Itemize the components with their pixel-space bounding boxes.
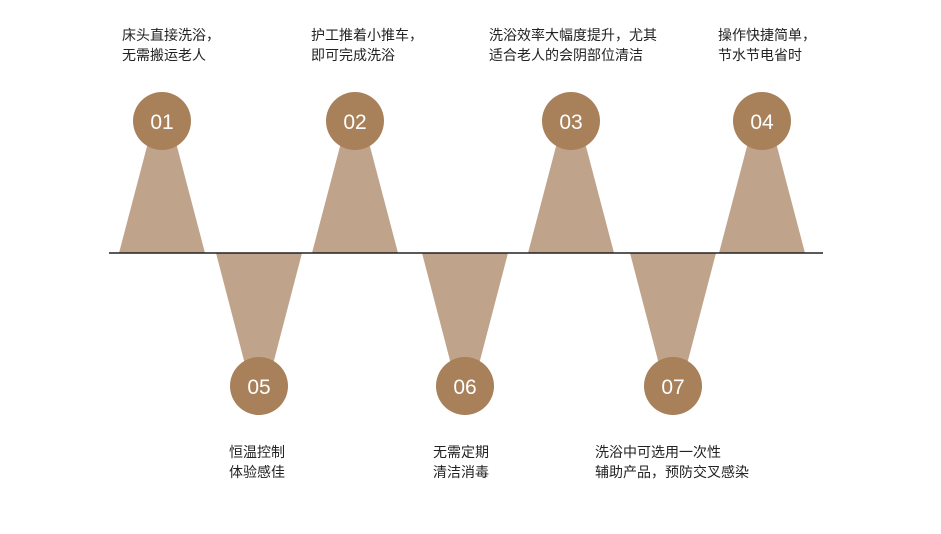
- step-03-circle: [542, 92, 600, 150]
- step-03-description: 洗浴效率大幅度提升，尤其适合老人的会阴部位清洁: [489, 28, 657, 64]
- step-06-circle: [436, 357, 494, 415]
- step-04-circle: [733, 92, 791, 150]
- step-07-description: 洗浴中可选用一次性辅助产品，预防交叉感染: [595, 445, 749, 481]
- step-03-number: 03: [559, 111, 582, 134]
- step-06-triangle: [422, 253, 508, 372]
- step-01-number: 01: [150, 111, 173, 134]
- step-06-number: 06: [453, 376, 476, 399]
- step-02-number: 02: [343, 111, 366, 134]
- step-02-description: 护工推着小推车，即可完成洗浴: [311, 28, 423, 64]
- step-06-description: 无需定期清洁消毒: [433, 445, 489, 481]
- step-05-triangle: [216, 253, 302, 372]
- step-05-circle: [230, 357, 288, 415]
- step-05-number: 05: [247, 376, 270, 399]
- step-01-description: 床头直接洗浴，无需搬运老人: [122, 28, 220, 64]
- step-04-triangle: [719, 135, 805, 253]
- step-07-triangle: [630, 253, 716, 372]
- step-01-triangle: [119, 135, 205, 253]
- step-03-triangle: [528, 135, 614, 253]
- step-07-number: 07: [661, 376, 684, 399]
- step-04-description: 操作快捷简单，节水节电省时: [718, 28, 816, 64]
- step-04-number: 04: [750, 111, 774, 134]
- step-02-circle: [326, 92, 384, 150]
- step-05-description: 恒温控制体验感佳: [229, 445, 285, 481]
- step-02-triangle: [312, 135, 398, 253]
- step-07-circle: [644, 357, 702, 415]
- step-01-circle: [133, 92, 191, 150]
